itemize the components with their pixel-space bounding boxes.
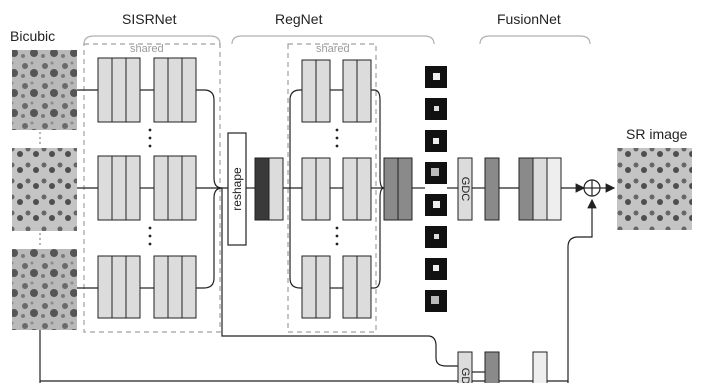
reshaped-feature-block bbox=[254, 157, 284, 221]
regnet-bracket bbox=[231, 35, 435, 45]
gdc-block bbox=[457, 157, 473, 221]
gdc-bottom-label: GDC bbox=[459, 368, 471, 383]
regnet-row-3 bbox=[301, 255, 372, 319]
fusionnet-bracket bbox=[479, 35, 591, 45]
sisrnet-row-2 bbox=[97, 155, 197, 221]
sisrnet-input-lines bbox=[77, 89, 154, 289]
reshape-label: reshape bbox=[230, 167, 244, 211]
bottom-fusion-block-2 bbox=[532, 351, 548, 383]
gdc-label: GDC bbox=[459, 177, 471, 202]
sr-image-label: SR image bbox=[626, 126, 688, 142]
sisrnet-shared-label: shared bbox=[130, 43, 164, 55]
bicubic-image-2 bbox=[12, 148, 77, 231]
regnet-shared-label: shared bbox=[316, 43, 350, 55]
regnet-output-block bbox=[383, 157, 413, 221]
sum-node bbox=[583, 179, 601, 197]
sr-image bbox=[617, 148, 692, 230]
fusionnet-title: FusionNet bbox=[497, 11, 561, 27]
bicubic-label: Bicubic bbox=[10, 28, 56, 44]
fusionnet-block-2 bbox=[518, 157, 562, 221]
regnet-row-2 bbox=[301, 157, 372, 221]
fusionnet-block-1 bbox=[484, 157, 500, 221]
regnet-title: RegNet bbox=[275, 11, 323, 27]
bicubic-image-3 bbox=[12, 249, 77, 330]
reshape-block bbox=[227, 132, 247, 246]
sisrnet-bracket bbox=[83, 35, 221, 45]
sisrnet-output-lines bbox=[196, 89, 228, 289]
bicubic-image-1 bbox=[12, 50, 77, 130]
bottom-fusion-block-1 bbox=[484, 351, 500, 383]
kernel-column bbox=[425, 66, 447, 312]
skip-into-sum bbox=[567, 198, 597, 383]
long-skip-line bbox=[221, 188, 458, 367]
sisrnet-row-3 bbox=[97, 255, 197, 319]
regnet-lines bbox=[283, 89, 385, 289]
sisrnet-title: SISRNet bbox=[122, 11, 177, 27]
regnet-row-1 bbox=[301, 59, 372, 123]
regnet-ellipsis bbox=[335, 128, 339, 246]
sisrnet-ellipsis bbox=[148, 128, 152, 246]
